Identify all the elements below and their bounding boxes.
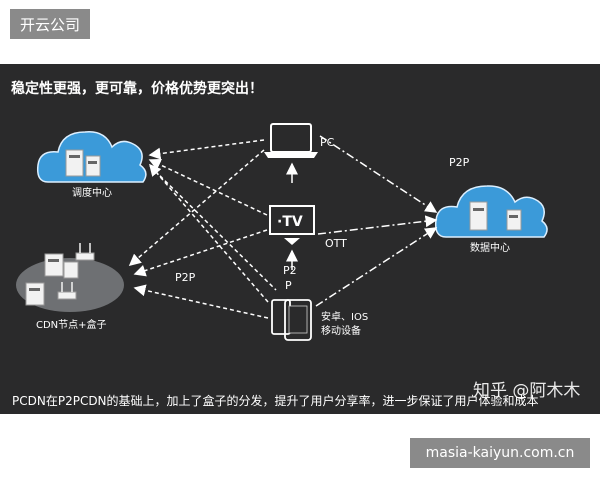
data-center-cloud [434, 185, 548, 238]
mobile-devices-icon [271, 299, 312, 341]
arrow-pc-to-dispatch [148, 139, 265, 160]
edge-label-p2p-mid-1: P2 [283, 264, 297, 277]
mobile-label-line2: 移动设备 [321, 324, 361, 337]
arrow-ott-to-dispatch [148, 159, 268, 216]
arrow-pc-to-datacenter [319, 135, 438, 213]
edge-label-p2p-left: P2P [175, 271, 196, 284]
edge-label-p2p-right: P2P [449, 156, 470, 169]
arrow-ott-to-cdn [133, 229, 268, 277]
line-dispatch-to-mobile [149, 165, 277, 291]
cdn-node-group [16, 243, 124, 312]
arrow-ott-to-datacenter [317, 215, 438, 235]
arrow-mobile-to-cdn [133, 284, 269, 319]
top-badge: 开云公司 [10, 9, 90, 39]
mobile-label-line1: 安卓、IOS [321, 310, 368, 323]
zhihu-watermark: 知乎 @阿木木 [473, 381, 581, 401]
pc-laptop-icon [264, 123, 318, 158]
arrow-mobile-to-dispatch [149, 163, 269, 303]
dispatch-center-cloud [36, 131, 147, 183]
data-center-label: 数据中心 [470, 241, 510, 254]
connection-arrows [128, 135, 438, 319]
arrow-pc-to-cdn [128, 149, 265, 266]
slide-heading: 稳定性更强，更可靠，价格优势更突出！ [11, 81, 263, 97]
diagram-slide [0, 64, 600, 414]
arrow-mobile-to-datacenter [315, 227, 438, 307]
dispatch-center-label: 调度中心 [72, 186, 112, 199]
cdn-node-label: CDN节点+盒子 [36, 318, 107, 331]
bottom-badge: masia-kaiyun.com.cn [410, 438, 590, 468]
ott-tv-icon [269, 205, 315, 245]
ott-screen-label: ·TV [277, 214, 303, 230]
edge-label-p2p-mid-2: P [285, 279, 292, 292]
slide-caption: PCDN在P2PCDN的基础上，加上了盒子的分发，提升了用户分享率，进一步保证了… [12, 394, 539, 408]
ott-label: OTT [325, 237, 347, 250]
